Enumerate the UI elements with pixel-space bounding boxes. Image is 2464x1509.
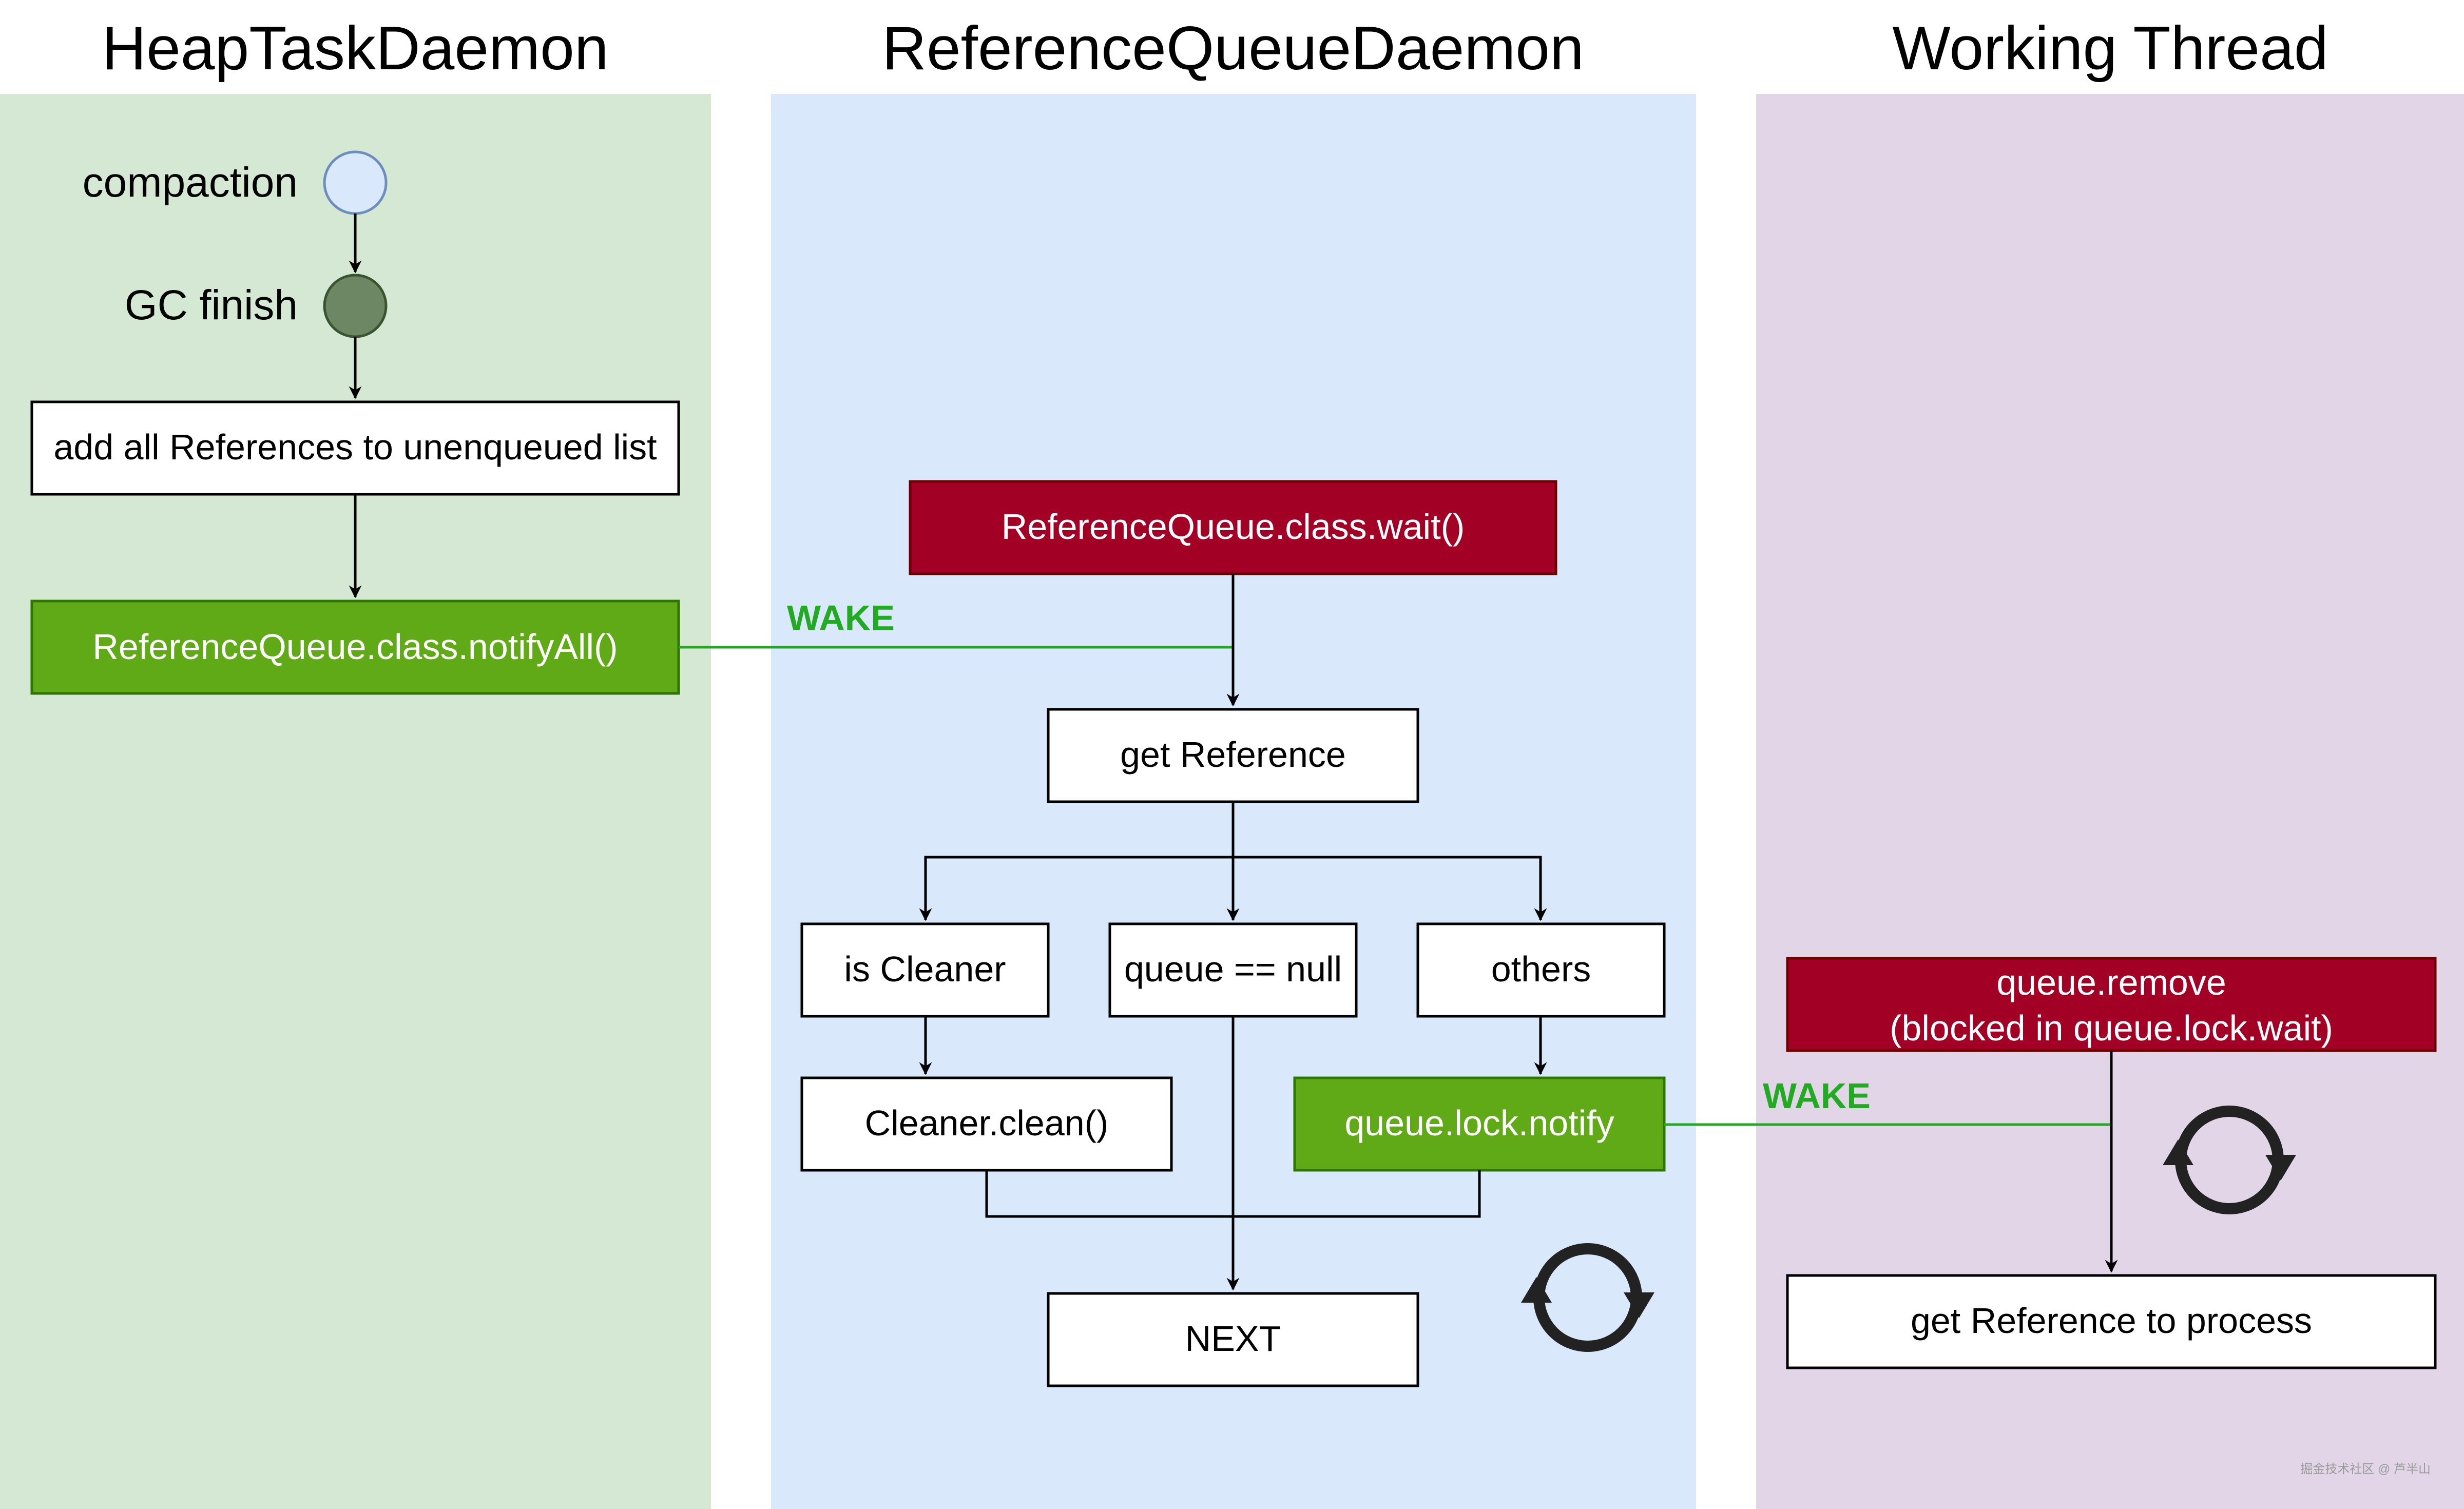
queue-null-box: [1108, 922, 1358, 1018]
lane-title-worker: Working Thread: [1892, 14, 2328, 83]
add-references-box: [30, 400, 680, 496]
wake-label-left: WAKE: [787, 598, 895, 638]
compaction-label: compaction: [83, 159, 298, 206]
get-ref-process-box: [1786, 1274, 2437, 1369]
cleaner-clean-text: Cleaner.clean(): [865, 1103, 1109, 1143]
queue-null-text: queue == null: [1124, 949, 1342, 989]
class-wait-text: ReferenceQueue.class.wait(): [1002, 507, 1465, 547]
compaction-start-node: [323, 150, 388, 215]
wake-label-right: WAKE: [1763, 1076, 1871, 1116]
is-cleaner-text: is Cleaner: [844, 949, 1006, 989]
watermark: 掘金技术社区 @ 芦半山: [2300, 1462, 2431, 1476]
lock-notify-text: queue.lock.notify: [1344, 1103, 1614, 1143]
get-reference-box: [1047, 708, 1419, 803]
queue-remove-text-line1: queue.remove: [1996, 962, 2226, 1002]
others-text: others: [1491, 949, 1591, 989]
notify-all-text: ReferenceQueue.class.notifyAll(): [92, 627, 618, 667]
class-wait-box: [909, 480, 1557, 575]
is-cleaner-box: [800, 922, 1050, 1018]
get-ref-process-text: get Reference to process: [1911, 1301, 2312, 1341]
cleaner-clean-box: [800, 1076, 1173, 1172]
refresh-icon: [2163, 1106, 2296, 1214]
get-reference-text: get Reference: [1120, 734, 1346, 775]
others-box: [1416, 922, 1666, 1018]
next-box: [1047, 1292, 1419, 1387]
queue-remove-text-line2: (blocked in queue.lock.wait): [1890, 1008, 2333, 1048]
lane-working-thread: [1756, 94, 2464, 1509]
gc-finish-node: [323, 274, 388, 338]
queue-remove-box: [1786, 957, 2437, 1052]
lane-title-refqueue: ReferenceQueueDaemon: [882, 14, 1584, 83]
next-text: NEXT: [1185, 1319, 1281, 1359]
edge-get-others: [1233, 856, 1547, 921]
notify-all-box: [30, 599, 680, 695]
lock-notify-box: [1293, 1076, 1666, 1172]
lane-title-heap: HeapTaskDaemon: [102, 14, 608, 83]
refresh-icon: [1521, 1243, 1654, 1352]
gc-finish-label: GC finish: [125, 282, 298, 328]
add-references-text: add all References to unenqueued list: [53, 427, 657, 467]
